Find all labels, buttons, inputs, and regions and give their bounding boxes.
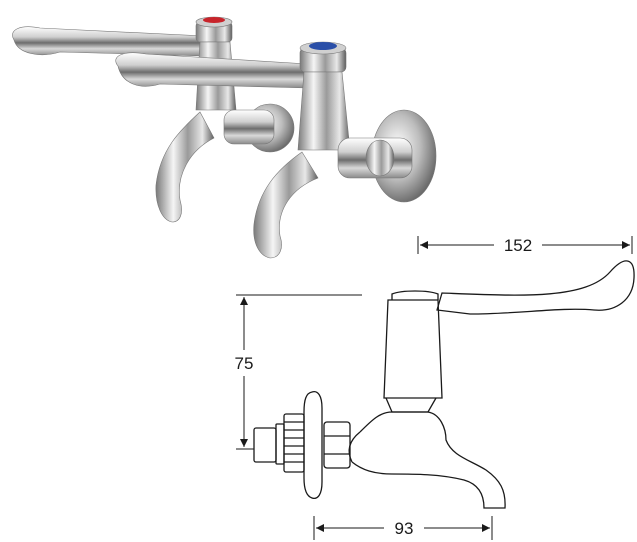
cold-tap xyxy=(115,41,437,259)
spout-outline xyxy=(351,411,506,509)
wall-flange-outline xyxy=(303,390,323,500)
lever-handle-outline xyxy=(436,260,635,315)
dimension-height xyxy=(236,294,362,450)
dimension-lever-length xyxy=(417,236,633,254)
technical-drawing xyxy=(253,260,635,509)
cold-indicator-cap xyxy=(309,42,337,50)
threaded-tail-outline xyxy=(283,413,305,473)
tap-cap-outline xyxy=(391,290,439,300)
product-photo xyxy=(12,16,437,259)
tap-neck-outline xyxy=(385,397,437,413)
dimension-label-lever-length: 152 xyxy=(504,236,532,255)
hot-indicator-cap xyxy=(203,17,225,23)
dimension-label-height: 75 xyxy=(235,354,254,373)
inlet-connector-outline xyxy=(253,427,277,463)
dimension-label-projection: 93 xyxy=(395,519,414,538)
tap-body-outline xyxy=(383,299,443,399)
dimension-projection xyxy=(313,516,493,540)
union-nut-outline xyxy=(323,421,351,469)
hot-tap xyxy=(12,16,295,223)
